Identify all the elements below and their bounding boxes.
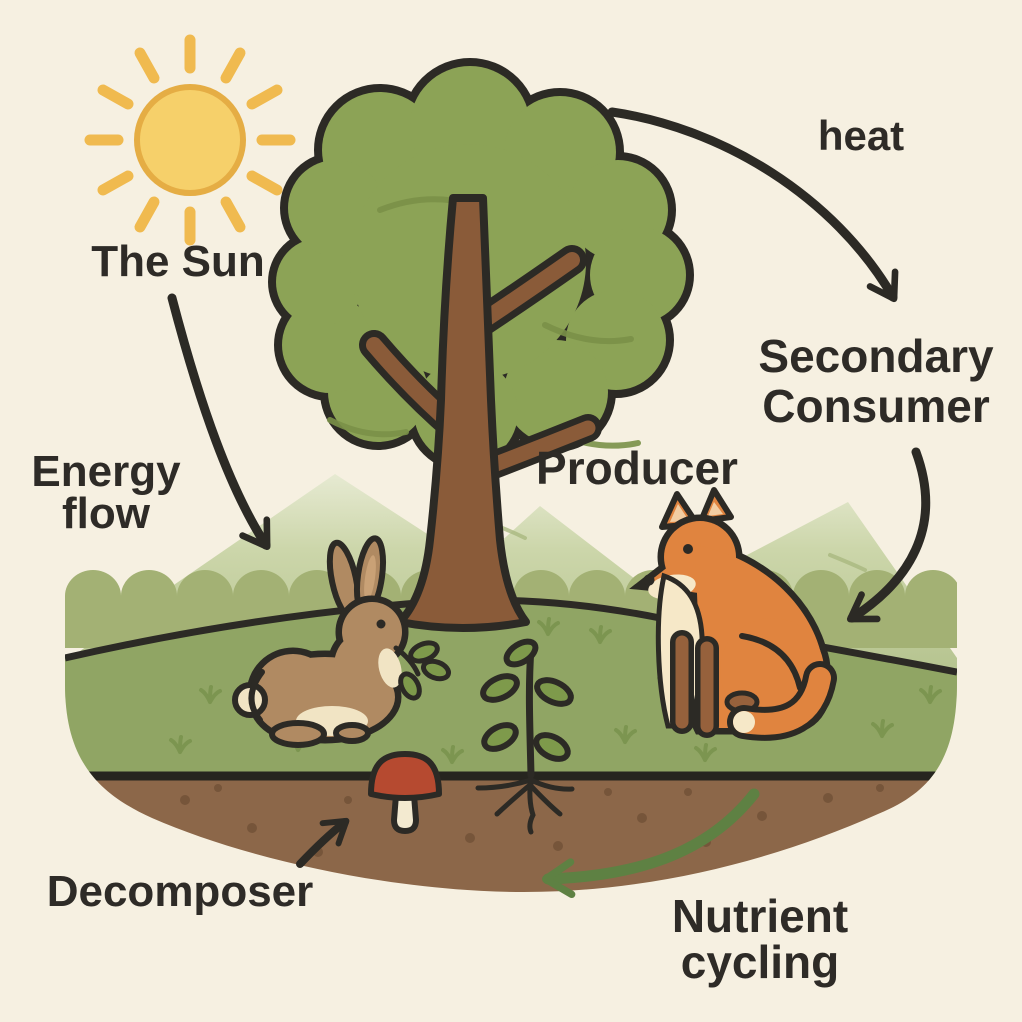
fox-tail: [727, 661, 837, 741]
label-energy-flow-line1: Energy: [31, 447, 181, 496]
rabbit-sprig: [393, 640, 452, 701]
energy-flow-arrow: [167, 293, 271, 551]
decomposer-arrow: [296, 817, 350, 868]
label-the-sun: The Sun: [91, 237, 265, 286]
rabbit-haunch-line: [248, 669, 265, 723]
seedling-roots: [475, 772, 575, 835]
fox-haunch-line: [739, 633, 803, 691]
label-producer: Producer: [536, 442, 738, 494]
mushroom-cap: [368, 751, 442, 801]
label-nutrient-cycling-line2: cycling: [681, 936, 840, 988]
seedling-stem: [525, 644, 535, 779]
fox-eye: [683, 544, 693, 554]
label-decomposer: Decomposer: [47, 867, 314, 916]
sun-rays: [84, 34, 296, 246]
tree-illustration: [268, 58, 694, 632]
sun-icon: [84, 34, 296, 246]
heat-arrow: [607, 107, 899, 303]
labels: The Sun heat Secondary Consumer Energy f…: [31, 112, 994, 988]
secondary-consumer-arrow: [846, 447, 931, 623]
rabbit-chest: [378, 648, 402, 688]
fox-illustration: [629, 487, 837, 741]
nutrient-cycling-arrow: [541, 788, 760, 899]
seedling-illustration: [475, 638, 575, 835]
rabbit-back-foot: [269, 720, 327, 748]
mushroom-illustration: [368, 751, 442, 834]
label-nutrient-cycling-line1: Nutrient: [672, 890, 848, 942]
label-energy-flow-line2: flow: [62, 489, 151, 538]
sun-disc: [134, 84, 246, 196]
label-heat: heat: [818, 112, 904, 159]
seedling-leaves: [480, 638, 574, 762]
arrows: [167, 107, 931, 899]
rabbit-front-foot: [333, 722, 371, 744]
label-secondary-consumer-line1: Secondary: [758, 330, 994, 382]
fox-nose: [643, 574, 655, 586]
tree-trunk: [396, 194, 530, 632]
fox-front-legs: [670, 630, 719, 738]
rabbit-illustration: [232, 535, 452, 748]
mushroom-stem: [391, 792, 419, 834]
rabbit-eye: [376, 619, 386, 629]
label-secondary-consumer-line2: Consumer: [762, 380, 990, 432]
